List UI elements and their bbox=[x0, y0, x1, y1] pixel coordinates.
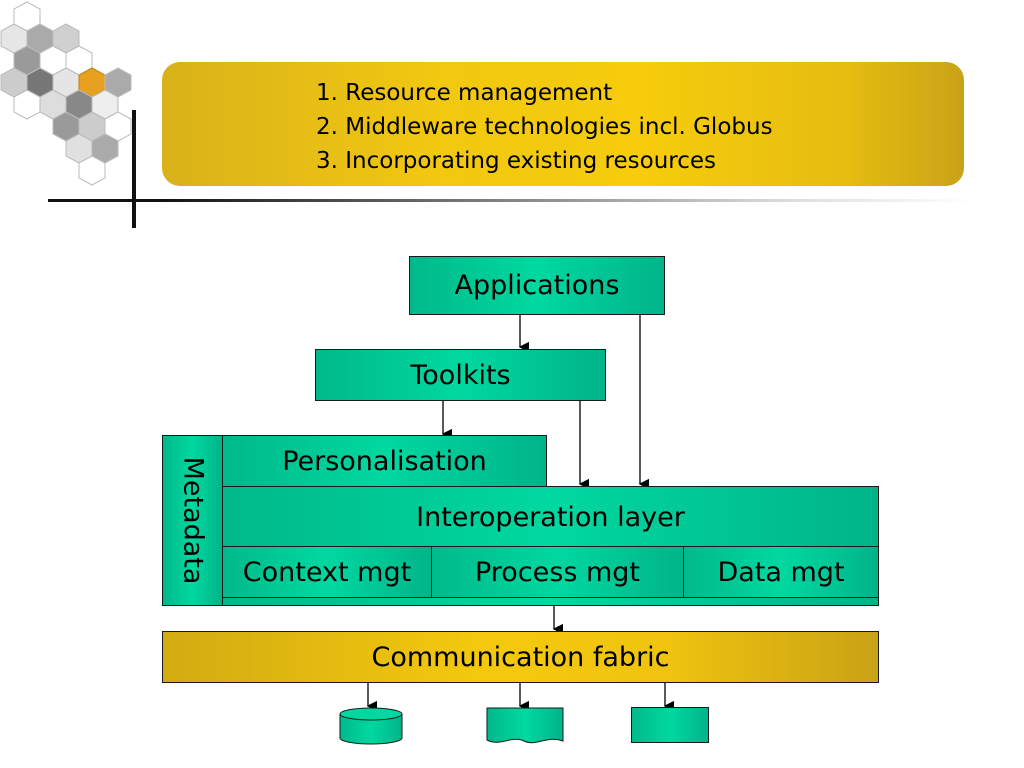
process-mgt-label: Process mgt bbox=[474, 556, 641, 588]
metadata-box: Metadata bbox=[162, 435, 223, 606]
applications-box: Applications bbox=[409, 256, 665, 315]
interoperation-layer-box: Interoperation layer bbox=[222, 486, 879, 548]
context-mgt-label: Context mgt bbox=[242, 556, 412, 588]
middleware-base-strip bbox=[222, 597, 879, 606]
database-icon bbox=[339, 707, 403, 745]
personalisation-box: Personalisation bbox=[222, 435, 547, 488]
data-mgt-box: Data mgt bbox=[683, 546, 879, 598]
communication-fabric-box: Communication fabric bbox=[162, 631, 879, 683]
resource-node-icon bbox=[631, 707, 709, 743]
context-mgt-box: Context mgt bbox=[222, 546, 432, 598]
interoperation-layer-label: Interoperation layer bbox=[416, 501, 685, 533]
title-divider-horizontal bbox=[48, 199, 978, 202]
data-mgt-label: Data mgt bbox=[717, 556, 845, 588]
toolkits-box: Toolkits bbox=[315, 349, 606, 401]
topic-banner bbox=[162, 62, 964, 186]
document-icon bbox=[486, 707, 564, 744]
hexagon-cluster-decoration bbox=[0, 1, 132, 186]
applications-label: Applications bbox=[454, 270, 620, 301]
personalisation-label: Personalisation bbox=[282, 446, 487, 477]
topic-list: 1. Resource management 2. Middleware tec… bbox=[316, 76, 773, 178]
toolkits-label: Toolkits bbox=[410, 359, 511, 391]
communication-fabric-label: Communication fabric bbox=[371, 641, 670, 673]
title-divider-vertical bbox=[132, 110, 136, 228]
topic-item: 2. Middleware technologies incl. Globus bbox=[316, 114, 773, 140]
topic-item: 1. Resource management bbox=[316, 80, 613, 106]
process-mgt-box: Process mgt bbox=[431, 546, 684, 598]
topic-item: 3. Incorporating existing resources bbox=[316, 148, 716, 174]
metadata-label: Metadata bbox=[177, 456, 209, 585]
